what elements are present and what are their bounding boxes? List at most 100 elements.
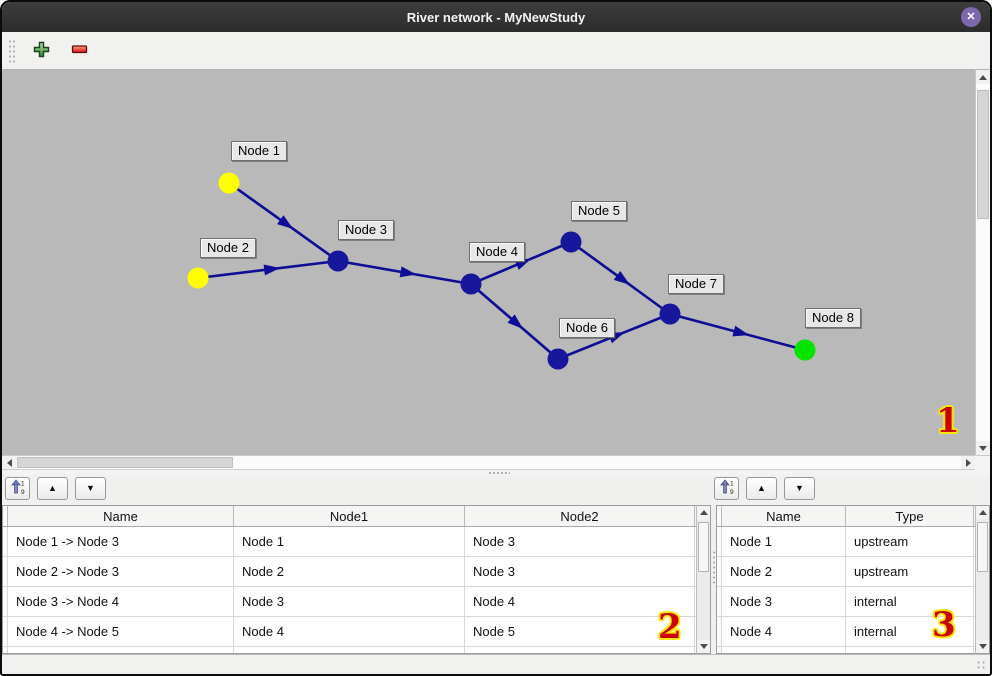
- row-header-stub: [717, 506, 722, 526]
- close-button[interactable]: ✕: [961, 7, 981, 27]
- nodes-move-down-button[interactable]: ▼: [784, 477, 815, 500]
- node-upstream[interactable]: [187, 267, 209, 289]
- table-cell: [465, 647, 695, 653]
- table-cell[interactable]: internal: [846, 617, 974, 646]
- table-cell[interactable]: Node 1 -> Node 3: [8, 527, 234, 556]
- move-up-icon: ▲: [757, 483, 766, 493]
- node-label[interactable]: Node 2: [200, 238, 256, 258]
- reaches-table-scrollbar[interactable]: [696, 505, 711, 654]
- scroll-right-button[interactable]: [961, 456, 975, 469]
- up-arrow-icon: [699, 510, 708, 515]
- scroll-left-button[interactable]: [2, 456, 16, 469]
- table-cell[interactable]: internal: [846, 587, 974, 616]
- svg-text:9: 9: [730, 489, 734, 495]
- down-arrow-icon: [978, 644, 987, 649]
- table-cell[interactable]: Node 4 -> Node 5: [8, 617, 234, 646]
- add-button[interactable]: [29, 38, 53, 64]
- node-label[interactable]: Node 6: [559, 318, 615, 338]
- horizontal-scroll-thumb[interactable]: [17, 457, 233, 468]
- right-arrow-icon: [965, 458, 971, 467]
- scroll-down-button[interactable]: [697, 640, 710, 653]
- nodes-sort-button[interactable]: 1 9: [714, 477, 739, 500]
- status-strip: [2, 654, 990, 674]
- reaches-move-down-button[interactable]: ▼: [75, 477, 106, 500]
- scroll-down-button[interactable]: [976, 640, 989, 653]
- table-cell[interactable]: Node 1: [234, 527, 465, 556]
- table-cell: [722, 647, 846, 653]
- table-cell[interactable]: upstream: [846, 557, 974, 586]
- table-cell[interactable]: Node 4: [465, 587, 695, 616]
- scroll-up-button[interactable]: [976, 506, 989, 519]
- node-internal[interactable]: [460, 273, 482, 295]
- toolbar-drag-handle[interactable]: [8, 38, 15, 63]
- scroll-up-button[interactable]: [976, 70, 990, 84]
- node-upstream[interactable]: [218, 172, 240, 194]
- node-downstream[interactable]: [794, 339, 816, 361]
- pane-splitter[interactable]: [2, 470, 990, 475]
- node-label[interactable]: Node 4: [469, 242, 525, 262]
- table-cell[interactable]: Node 2: [722, 557, 846, 586]
- node-internal[interactable]: [659, 303, 681, 325]
- table-cell[interactable]: Node 3: [465, 527, 695, 556]
- table-cell[interactable]: upstream: [846, 527, 974, 556]
- node-label[interactable]: Node 5: [571, 201, 627, 221]
- node-internal[interactable]: [327, 250, 349, 272]
- table-cell[interactable]: Node 3 -> Node 4: [8, 587, 234, 616]
- remove-button[interactable]: [67, 38, 91, 64]
- node-internal[interactable]: [547, 348, 569, 370]
- svg-text:1: 1: [730, 481, 734, 488]
- scroll-down-button[interactable]: [976, 441, 990, 455]
- node-label[interactable]: Node 7: [668, 274, 724, 294]
- flow-arrow-icon: [507, 314, 524, 329]
- node-label[interactable]: Node 3: [338, 220, 394, 240]
- column-header-type[interactable]: Type: [846, 506, 974, 526]
- table-cell[interactable]: Node 3: [234, 587, 465, 616]
- column-header-node1[interactable]: Node1: [234, 506, 465, 526]
- node-label[interactable]: Node 8: [805, 308, 861, 328]
- canvas-vertical-scrollbar[interactable]: [975, 70, 990, 455]
- flow-arrow-icon: [613, 271, 630, 285]
- table-cell[interactable]: Node 4: [234, 617, 465, 646]
- vertical-scroll-thumb[interactable]: [698, 522, 709, 572]
- table-cell[interactable]: Node 3: [722, 587, 846, 616]
- table-cell[interactable]: Node 4: [722, 617, 846, 646]
- canvas-horizontal-scrollbar[interactable]: [2, 455, 975, 470]
- reaches-move-up-button[interactable]: ▲: [37, 477, 68, 500]
- node-label[interactable]: Node 1: [231, 141, 287, 161]
- table-cell[interactable]: Node 5: [465, 617, 695, 646]
- table-cell[interactable]: Node 2: [234, 557, 465, 586]
- column-header-name[interactable]: Name: [722, 506, 846, 526]
- tables-splitter[interactable]: [711, 505, 716, 654]
- move-down-icon: ▼: [795, 483, 804, 493]
- table-cell[interactable]: Node 1: [722, 527, 846, 556]
- table-cell[interactable]: Node 2 -> Node 3: [8, 557, 234, 586]
- svg-text:1: 1: [21, 481, 25, 488]
- vertical-scroll-thumb[interactable]: [977, 522, 988, 572]
- scroll-up-button[interactable]: [697, 506, 710, 519]
- title-bar[interactable]: River network - MyNewStudy ✕: [2, 2, 990, 32]
- vertical-scroll-thumb[interactable]: [977, 90, 989, 219]
- table-cell: [234, 647, 465, 653]
- column-header-name[interactable]: Name: [8, 506, 234, 526]
- nodes-table-scrollbar[interactable]: [975, 505, 990, 654]
- table-cell[interactable]: Node 3: [465, 557, 695, 586]
- resize-grip-icon[interactable]: [976, 660, 986, 670]
- nodes-move-up-button[interactable]: ▲: [746, 477, 777, 500]
- reaches-sort-button[interactable]: 1 9: [5, 477, 30, 500]
- column-header-node2[interactable]: Node2: [465, 506, 695, 526]
- node-internal[interactable]: [560, 231, 582, 253]
